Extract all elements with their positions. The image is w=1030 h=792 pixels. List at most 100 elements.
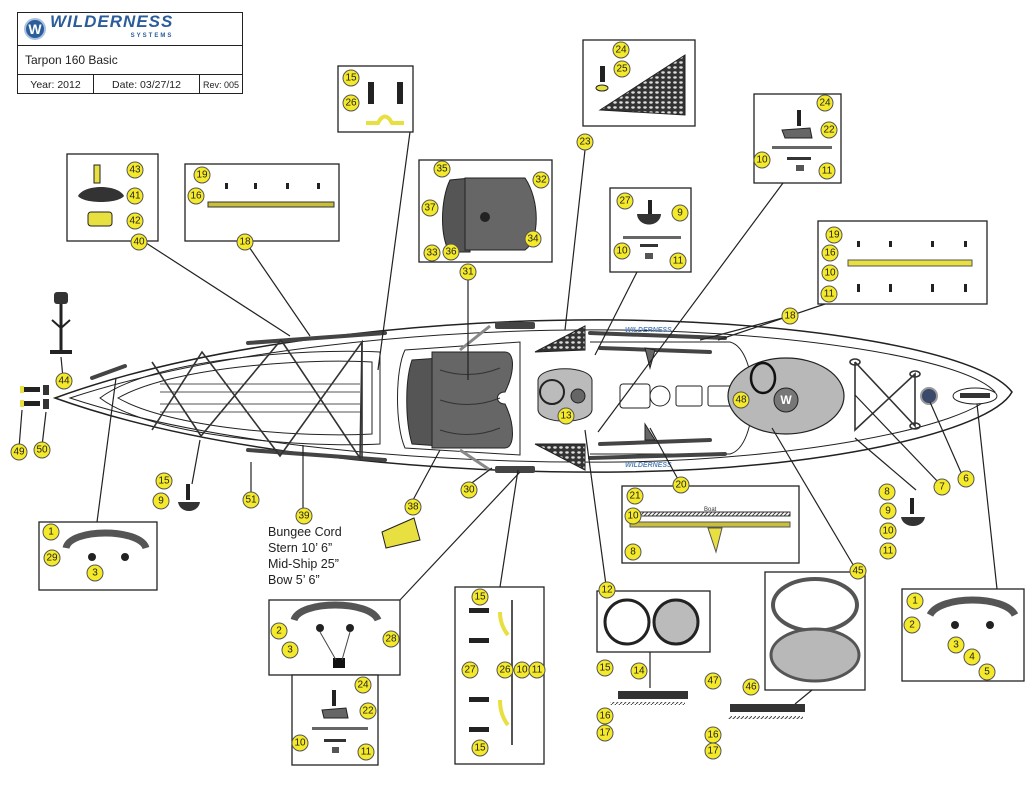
callout-1: Carry handle (stern)1	[906, 592, 924, 610]
callout-number: 21	[629, 491, 641, 502]
callout-number: 16	[707, 730, 719, 741]
callout-26: Bracket26	[342, 94, 360, 112]
callout-bubble	[152, 492, 170, 510]
callout-number: 10	[824, 268, 836, 279]
callout-number: 22	[823, 125, 835, 136]
callout-bubble	[524, 230, 542, 248]
bungee-cord-note: Bungee Cord Stern 10’ 6” Mid-Ship 25” Bo…	[268, 524, 342, 588]
callout-number: 9	[158, 496, 164, 507]
callout-bubble	[576, 133, 594, 151]
callout-number: 8	[884, 487, 890, 498]
callout-number: 17	[599, 728, 611, 739]
callout-11: Lock nut11	[879, 542, 897, 560]
callout-31: Seat assembly31	[459, 263, 477, 281]
callout-number: 19	[828, 230, 840, 241]
callout-number: 6	[963, 474, 969, 485]
callout-number: 14	[633, 666, 645, 677]
callout-bubble	[532, 171, 550, 189]
callout-bubble	[820, 285, 838, 303]
callout-bubble	[404, 498, 422, 516]
callout-number: 24	[819, 98, 831, 109]
callout-bubble	[816, 94, 834, 112]
callout-bubble	[596, 659, 614, 677]
brand-name: WILDERNESS SYSTEMS	[50, 12, 174, 43]
callout-number: 37	[424, 203, 436, 214]
callout-bubble	[528, 661, 546, 679]
callout-bubble	[359, 702, 377, 720]
callout-bubble	[187, 187, 205, 205]
callout-bubble	[626, 487, 644, 505]
callout-44: Bow toggle44	[55, 372, 73, 390]
callout-10: Washer10	[879, 522, 897, 540]
callout-15: Screw15	[471, 739, 489, 757]
callout-bubble	[596, 707, 614, 725]
callout-number: 24	[615, 45, 627, 56]
callout-5: Nut5	[978, 663, 996, 681]
rudder-boat-label: Boat	[704, 507, 717, 513]
callout-number: 11	[883, 546, 894, 557]
callout-bubble	[10, 443, 28, 461]
callout-bubble	[672, 476, 690, 494]
callout-39: Bungee cord39	[295, 507, 313, 525]
side-handle-top	[495, 322, 535, 329]
callout-9: Pad eye9	[671, 204, 689, 222]
callout-number: 2	[276, 626, 282, 637]
callout-number: 39	[298, 511, 310, 522]
callout-bubble	[557, 407, 575, 425]
callout-47: Screw47	[704, 672, 722, 690]
callout-3: Handle screw3	[281, 641, 299, 659]
callout-bubble	[423, 244, 441, 262]
callout-number: 26	[499, 665, 511, 676]
callout-bubble	[753, 151, 771, 169]
callout-number: 10	[882, 526, 894, 537]
callout-number: 30	[463, 485, 475, 496]
callout-bubble	[624, 543, 642, 561]
callout-bubble	[460, 481, 478, 499]
hull-logo-top: WILDERNESS	[625, 327, 672, 334]
callout-bubble	[130, 233, 148, 251]
callout-number: 45	[852, 566, 864, 577]
callout-number: 44	[58, 376, 70, 387]
callout-number: 15	[158, 476, 170, 487]
callout-46: Hatch gasket46	[742, 678, 760, 696]
cockpit-outline	[397, 341, 521, 456]
brand-text: WILDERNESS	[50, 12, 174, 31]
callout-number: 15	[474, 743, 486, 754]
callout-number: 51	[245, 495, 257, 506]
callout-number: 43	[129, 165, 141, 176]
callout-8: Screw8	[624, 543, 642, 561]
callout-22: Cleat22	[820, 121, 838, 139]
callout-number: 1	[912, 596, 918, 607]
callout-bubble	[357, 743, 375, 761]
callout-number: 10	[616, 246, 628, 257]
callout-bubble	[630, 662, 648, 680]
callout-45: Stern hatch45	[849, 562, 867, 580]
callout-42: Bungee base42	[126, 212, 144, 230]
callout-16: Washer16	[704, 726, 722, 744]
bungee-bow: Bow 5’ 6”	[268, 573, 320, 587]
callout-bubble	[781, 307, 799, 325]
callout-bubble	[342, 94, 360, 112]
callout-number: 12	[601, 585, 613, 596]
callout-35: Seat strap35	[433, 160, 451, 178]
callout-number: 3	[953, 640, 959, 651]
callout-bubble	[849, 562, 867, 580]
callout-bubble	[281, 641, 299, 659]
callout-number: 38	[407, 502, 419, 513]
model-name: Tarpon 160 Basic	[18, 46, 242, 75]
callout-number: 35	[436, 164, 448, 175]
callout-2: Handle fastener2	[270, 622, 288, 640]
callout-number: 4	[969, 652, 975, 663]
callout-33: Seat back33	[423, 244, 441, 262]
callout-bubble	[193, 166, 211, 184]
callout-number: 18	[239, 237, 251, 248]
callout-number: 24	[357, 680, 369, 691]
scupper-plug	[381, 517, 421, 549]
callout-29: Handle end cap29	[43, 549, 61, 567]
callout-number: 1	[48, 527, 54, 538]
callout-bubble	[236, 233, 254, 251]
callout-8: Screw8	[878, 483, 896, 501]
center-hatch	[537, 368, 593, 422]
